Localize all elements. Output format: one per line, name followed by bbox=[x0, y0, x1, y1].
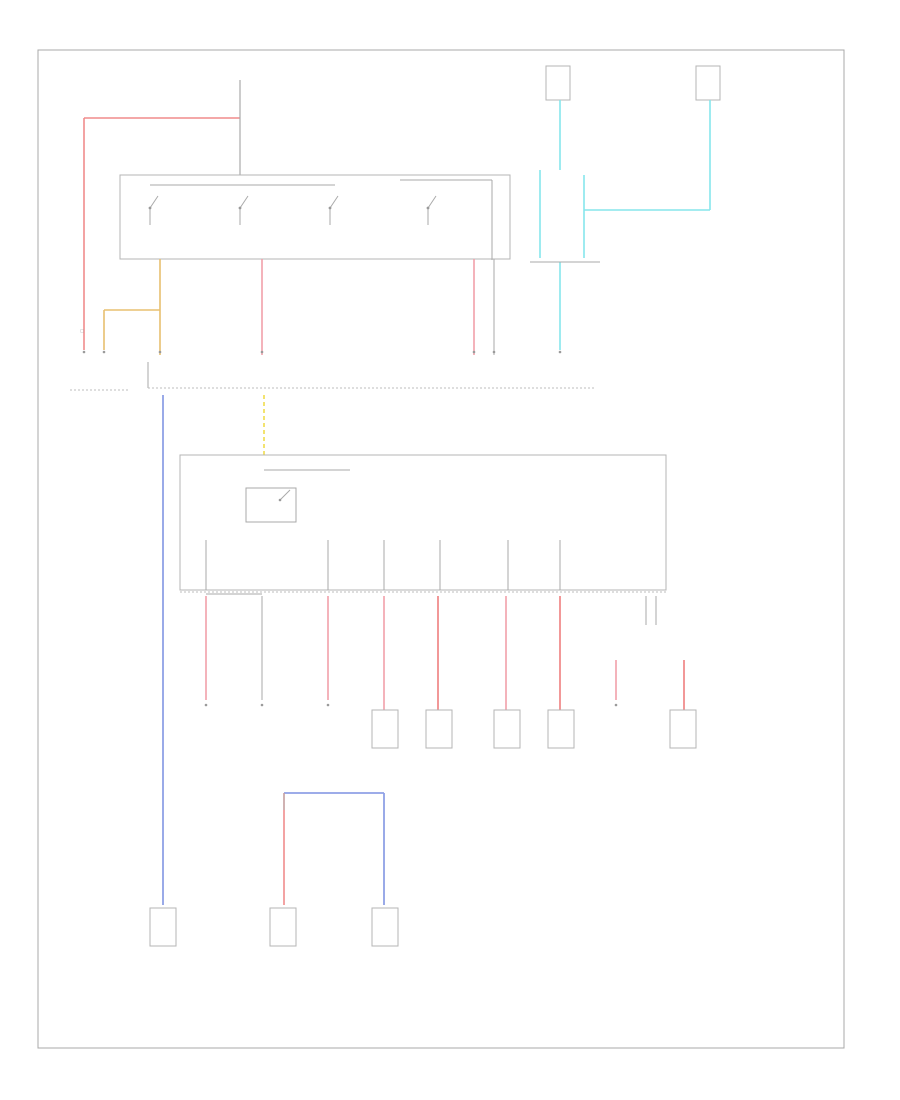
right-component-2 bbox=[695, 65, 721, 101]
right-component-1 bbox=[545, 65, 571, 101]
lower-component-1 bbox=[149, 907, 177, 947]
relay-switch-3 bbox=[328, 195, 339, 225]
relay-fuse-block bbox=[119, 174, 511, 260]
relay-switch-2 bbox=[238, 195, 249, 225]
output-terminals bbox=[204, 703, 618, 707]
lower-component-2 bbox=[269, 907, 297, 947]
lower-component-3 bbox=[371, 907, 399, 947]
relay-switch-1 bbox=[148, 195, 159, 225]
module-switch bbox=[245, 487, 297, 523]
module-fuse-columns bbox=[205, 540, 561, 590]
relay-switch-4 bbox=[426, 195, 437, 225]
bottom-component-6 bbox=[493, 709, 521, 749]
diagram-frame bbox=[37, 49, 845, 1049]
bottom-component-5 bbox=[425, 709, 453, 749]
svg-text:▢: ▢ bbox=[80, 328, 85, 333]
terminal-row: ▢ bbox=[80, 328, 562, 354]
bottom-component-7 bbox=[547, 709, 575, 749]
bottom-component-9 bbox=[669, 709, 697, 749]
bottom-component-4 bbox=[371, 709, 399, 749]
